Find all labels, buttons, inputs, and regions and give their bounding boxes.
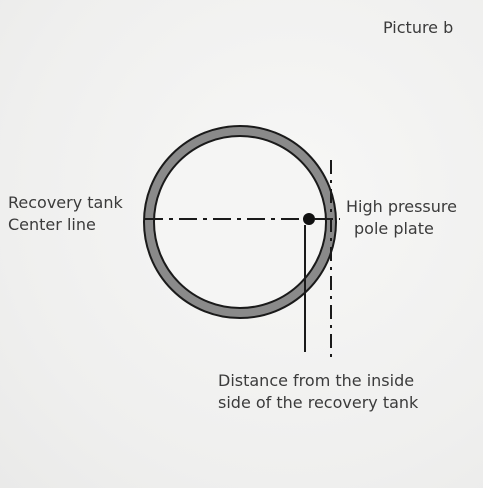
distance-label: Distance from the inside side of the rec… [218, 370, 418, 414]
recovery-tank-center-line-label: Recovery tank Center line [8, 192, 123, 236]
distance-label-line-1: Distance from the inside [218, 371, 415, 390]
plate-label-line-1: High pressure [346, 197, 457, 216]
pole-plate-dot [303, 213, 315, 225]
picture-label: Picture b [383, 18, 454, 37]
pole-plate-label: High pressure pole plate [346, 196, 457, 240]
tank-label-line-1: Recovery tank [8, 193, 123, 212]
tank-wall-inner [153, 135, 327, 309]
tank-label-line-2: Center line [8, 215, 96, 234]
plate-label-line-2: pole plate [354, 219, 434, 238]
distance-label-line-2: side of the recovery tank [218, 393, 419, 412]
